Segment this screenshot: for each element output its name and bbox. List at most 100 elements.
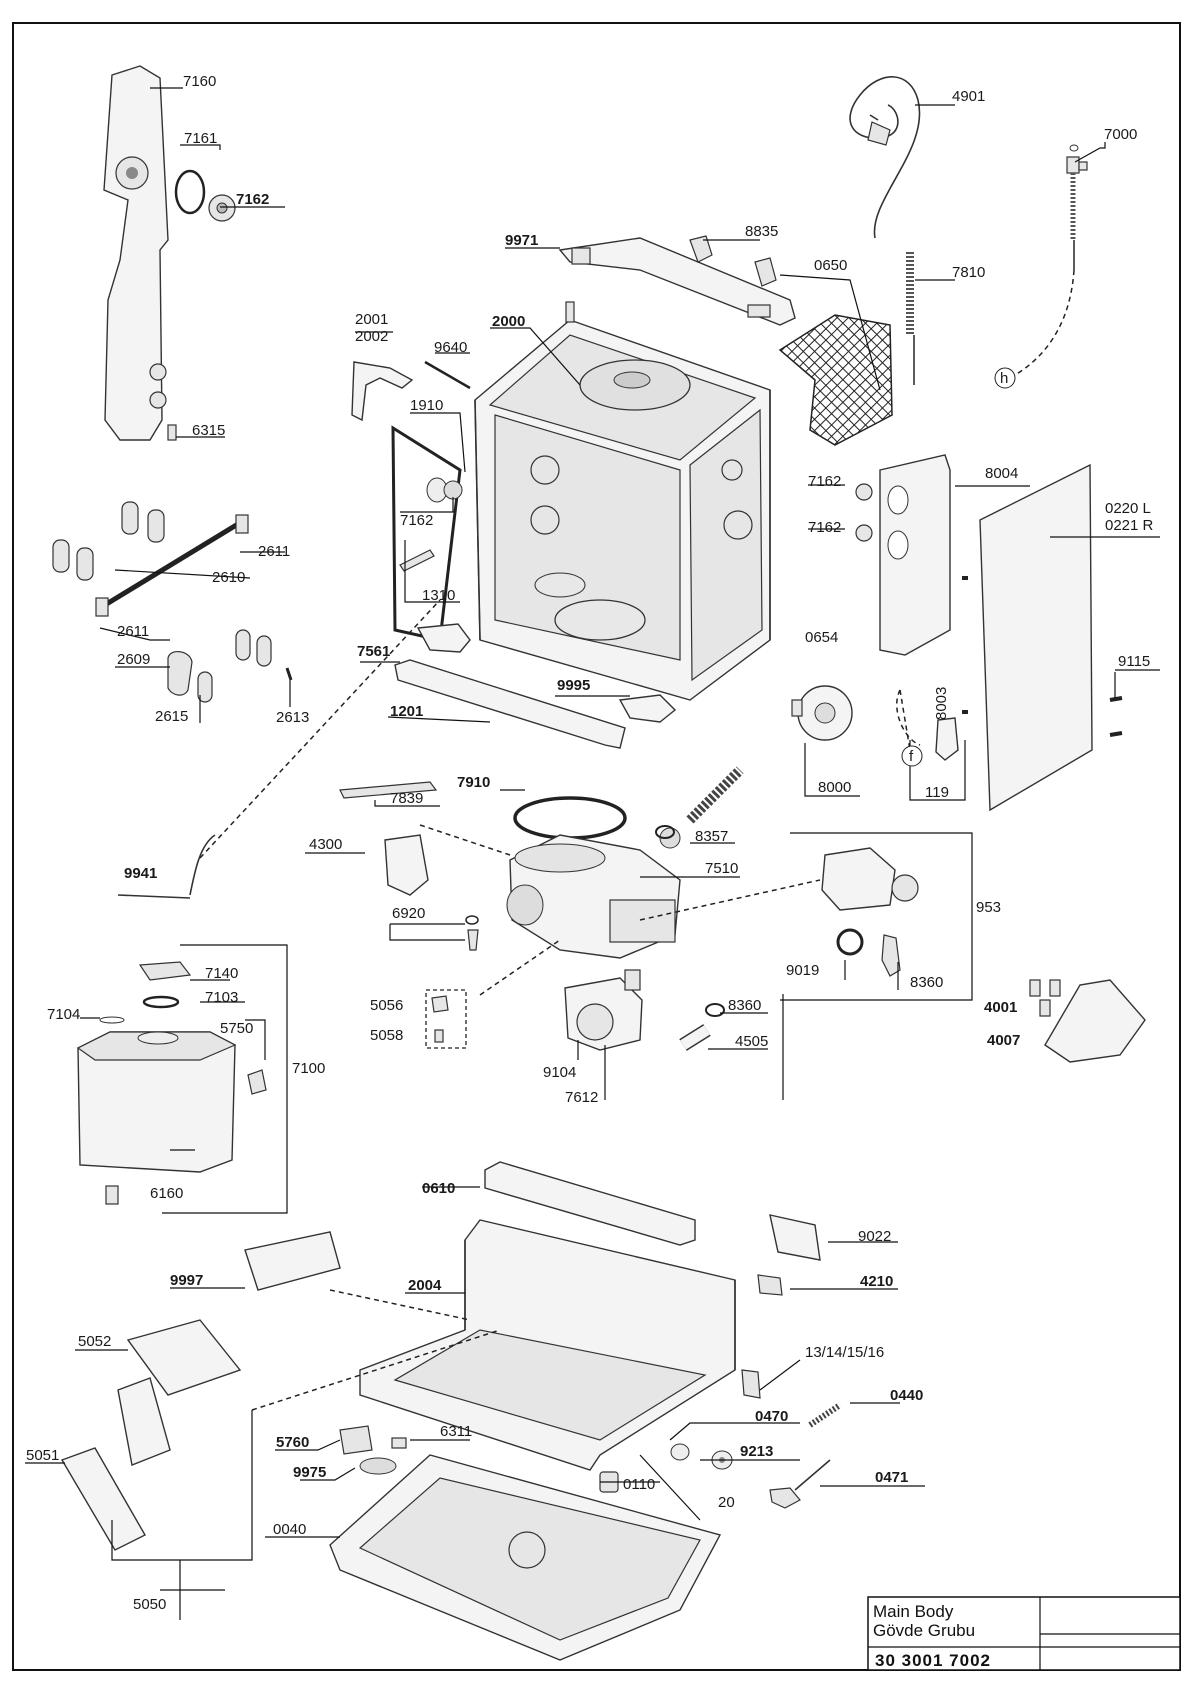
label-2613: 2613 <box>276 709 309 726</box>
label-9022: 9022 <box>858 1228 891 1245</box>
label-4210: 4210 <box>860 1273 893 1290</box>
motor-8000-illustration <box>791 685 853 741</box>
bearing-7162-tub-illustration <box>426 477 463 503</box>
label-7162-right-a: 7162 <box>808 473 841 490</box>
label-9019: 9019 <box>786 962 819 979</box>
bracket-9997-illustration <box>244 1231 341 1291</box>
part-labels: 7160 7161 7162 6315 4901 7000 9971 8835 … <box>26 73 1154 1613</box>
heater-pump-7612-illustration <box>564 969 643 1051</box>
part-6311-illustration <box>391 1437 407 1449</box>
label-5050: 5050 <box>133 1596 166 1613</box>
label-8004: 8004 <box>985 465 1018 482</box>
label-1310: 1310 <box>422 587 455 604</box>
side-panel-0220-illustration <box>962 463 1093 812</box>
label-0650: 0650 <box>814 257 847 274</box>
label-5052: 5052 <box>78 1333 111 1350</box>
feet-4001-4007-illustration <box>1029 979 1146 1063</box>
bearing-7162-illustration <box>208 194 236 222</box>
label-20: 20 <box>718 1494 735 1511</box>
hose-4505-illustration <box>679 1024 711 1051</box>
label-0470: 0470 <box>755 1408 788 1425</box>
label-7103: 7103 <box>205 989 238 1006</box>
spring-0440-illustration <box>808 1402 842 1428</box>
strip-1310-illustration <box>399 549 435 572</box>
dashed-link-lines <box>199 599 911 1411</box>
label-119: 119 <box>925 784 949 801</box>
label-131416: 13/14/15/16 <box>805 1344 884 1361</box>
label-8003: 8003 <box>933 687 950 720</box>
screws-9115-illustration <box>1109 696 1123 737</box>
group-brackets <box>111 832 973 1620</box>
title-block-name-tr: Gövde Grubu <box>873 1621 975 1640</box>
label-9995: 9995 <box>557 677 590 694</box>
hinge-7561-illustration <box>416 623 471 653</box>
label-2000: 2000 <box>492 313 525 330</box>
label-1201: 1201 <box>390 703 423 720</box>
label-2610: 2610 <box>212 569 245 586</box>
ring-seal-7161-illustration <box>174 169 206 215</box>
label-5760: 5760 <box>276 1434 309 1451</box>
bar-0610-illustration <box>484 1161 696 1246</box>
label-9971: 9971 <box>505 232 538 249</box>
label-6920: 6920 <box>392 905 425 922</box>
cable-9941-illustration <box>117 834 216 899</box>
label-0220: 0220 L <box>1105 500 1151 517</box>
housing-5050-illustration <box>60 1447 146 1551</box>
label-8360-right: 8360 <box>910 974 943 991</box>
part-5760-illustration <box>339 1425 373 1455</box>
power-cable-illustration <box>849 76 921 239</box>
label-5058: 5058 <box>370 1027 403 1044</box>
label-7161: 7161 <box>184 130 217 147</box>
label-7612: 7612 <box>565 1089 598 1106</box>
label-9975: 9975 <box>293 1464 326 1481</box>
ring-7910-illustration <box>513 796 627 840</box>
pcb-9022-illustration <box>769 1214 821 1261</box>
label-7160: 7160 <box>183 73 216 90</box>
hose-7000-illustration <box>1014 144 1088 376</box>
label-2609: 2609 <box>117 651 150 668</box>
lock-8003-illustration <box>935 717 959 761</box>
label-9941: 9941 <box>124 865 157 882</box>
label-6315: 6315 <box>192 422 225 439</box>
label-7510: 7510 <box>705 860 738 877</box>
label-7104: 7104 <box>47 1006 80 1023</box>
label-0471: 0471 <box>875 1469 908 1486</box>
label-8835: 8835 <box>745 223 778 240</box>
roller-2613-illustration <box>235 629 293 681</box>
tub-2000-illustration <box>474 301 771 701</box>
label-7000: 7000 <box>1104 126 1137 143</box>
label-2002: 2002 <box>355 328 388 345</box>
label-0110: 0110 <box>623 1476 655 1493</box>
label-9104: 9104 <box>543 1064 576 1081</box>
label-2001: 2001 <box>355 311 388 328</box>
bearing-7162-right-illustration <box>855 483 873 542</box>
roller-2609-illustration <box>167 651 213 703</box>
label-2615: 2615 <box>155 708 188 725</box>
label-4001: 4001 <box>984 999 1017 1016</box>
pump-4300-illustration <box>384 834 429 896</box>
insulation-mesh-0650-illustration <box>778 314 893 446</box>
hose-8357-illustration <box>655 766 744 849</box>
label-7162: 7162 <box>236 191 269 208</box>
corrugated-hose-7810-illustration <box>906 252 915 385</box>
label-9115: 9115 <box>1118 653 1150 670</box>
label-4300: 4300 <box>309 836 342 853</box>
clamp-8360-illustration <box>705 1003 725 1017</box>
sump-7510-illustration <box>506 834 681 959</box>
disc-9975-illustration <box>359 1457 397 1475</box>
label-6311: 6311 <box>440 1423 472 1440</box>
parts-5056-5058-illustration <box>425 989 467 1049</box>
label-7910: 7910 <box>457 774 490 791</box>
marker-f: f <box>901 745 923 767</box>
label-0610: 0610 <box>422 1180 455 1197</box>
label-6160: 6160 <box>150 1185 183 1202</box>
rod-2610-illustration <box>52 501 249 617</box>
label-9640: 9640 <box>434 339 467 356</box>
clip-8835-illustration <box>689 235 777 287</box>
part-4210-illustration <box>757 1274 783 1296</box>
svg-text:f: f <box>909 748 914 765</box>
label-2611-top: 2611 <box>258 543 290 560</box>
svg-text:h: h <box>1000 370 1008 387</box>
title-block: Main Body Gövde Grubu 30 3001 7002 <box>867 1596 1181 1671</box>
